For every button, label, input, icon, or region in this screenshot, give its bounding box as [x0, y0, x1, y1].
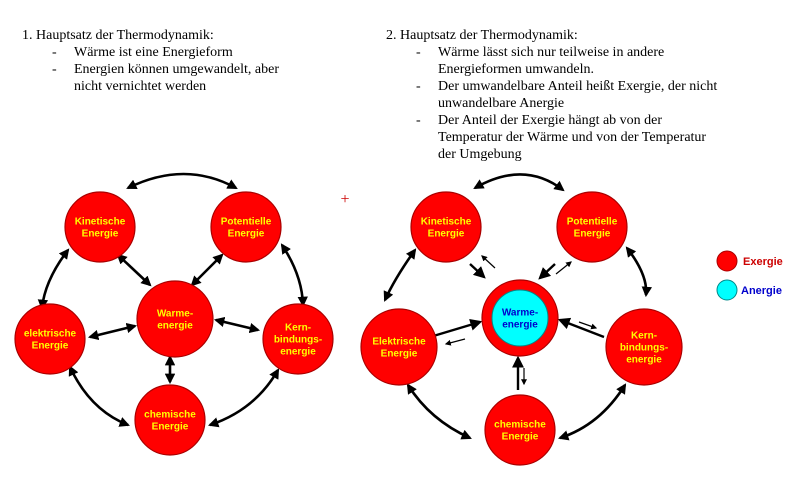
node-elek-circle	[360, 308, 438, 386]
second-law-heading: 2. Hauptsatz der Thermodynamik:	[386, 28, 578, 43]
node-warme-label: Warme-	[502, 308, 538, 319]
node-kin-label: Kinetische	[421, 217, 472, 228]
node-chem-circle	[134, 384, 206, 456]
node-kin-circle	[410, 191, 482, 263]
bullet-line: Energien können umgewandelt, aber	[74, 62, 280, 77]
node-kern-label: bindungs-	[620, 343, 668, 354]
node-chem-label: chemische	[494, 420, 546, 431]
arrow-kern-to-warme	[557, 317, 605, 339]
node-kern-label: bindungs-	[274, 335, 322, 346]
right-nodes: KinetischeEnergiePotentielleEnergieWarme…	[360, 191, 683, 466]
node-kin-circle	[64, 191, 136, 263]
node-pot-circle	[556, 191, 628, 263]
node-elek-label: Energie	[32, 341, 69, 352]
node-elek-label: elektrische	[24, 329, 77, 340]
arrow-kin-elek	[37, 248, 70, 311]
legend-exergie-label: Exergie	[743, 256, 783, 268]
bullet-line: der Umgebung	[438, 147, 522, 162]
second-law-bullets: Wärme lässt sich nur teilweise in andere…	[386, 44, 766, 163]
arrow-warme-to-kern	[578, 321, 598, 330]
node-chem-label: Energie	[152, 422, 189, 433]
node-pot-label: Potentielle	[221, 217, 272, 228]
node-pot-label: Energie	[228, 229, 265, 240]
first-law-heading: 1. Hauptsatz der Thermodynamik:	[22, 28, 214, 43]
left-nodes: KinetischeEnergiePotentielleEnergieWarme…	[14, 191, 334, 456]
bullet-line: Temperatur der Wärme und von der Tempera…	[438, 130, 707, 145]
plus-sign: +	[340, 191, 349, 208]
right-flow-arrows	[429, 263, 605, 390]
node-elek-label: Energie	[381, 349, 418, 360]
node-warme-circle	[136, 280, 214, 358]
node-pot-label: Potentielle	[567, 217, 618, 228]
legend-anergie-label: Anergie	[741, 285, 782, 297]
node-warme-label: energie	[502, 320, 538, 331]
right-arrows	[383, 173, 652, 441]
node-kern-label: energie	[626, 355, 662, 366]
second-law-bullet-2: Der umwandelbare Anteil heißt Exergie, d…	[386, 78, 766, 112]
first-law-bullets: Wärme ist eine Energieform Energien könn…	[22, 44, 342, 95]
right-energy-diagram: KinetischeEnergiePotentielleEnergieWarme…	[360, 173, 683, 466]
arrow-chem-kern	[558, 383, 627, 441]
legend-exergie-swatch	[716, 250, 738, 272]
right-return-arrows	[444, 255, 598, 386]
node-kin-label: Energie	[82, 229, 119, 240]
node-chem-label: chemische	[144, 410, 196, 421]
second-law-bullet-1: Wärme lässt sich nur teilweise in andere…	[386, 44, 766, 78]
arrow-chem-kern	[208, 368, 280, 428]
node-kern-label: Kern-	[285, 323, 311, 334]
left-arrows	[37, 172, 308, 428]
arrow-kin-pot	[126, 172, 238, 190]
node-elek-circle	[14, 303, 86, 375]
bullet-line: unwandelbare Anergie	[438, 96, 565, 111]
arrow-kern-warme	[213, 316, 261, 334]
legend: Exergie Anergie	[716, 250, 783, 301]
second-law-text: 2. Hauptsatz der Thermodynamik: Wärme lä…	[386, 27, 766, 163]
arrow-warme-to-elek	[444, 338, 466, 346]
bullet-line: nicht vernichtet werden	[74, 79, 207, 94]
bullet-line: Wärme ist eine Energieform	[74, 45, 233, 60]
arrow-kin-warme	[116, 253, 152, 287]
arrow-warme-to-kin	[481, 255, 496, 269]
node-kern-circle	[605, 308, 683, 386]
node-kin-label: Kinetische	[75, 217, 126, 228]
arrow-pot-warme	[190, 253, 224, 287]
node-pot-circle	[210, 191, 282, 263]
bullet-line: Wärme lässt sich nur teilweise in andere	[438, 45, 665, 60]
arrow-elek-chem	[406, 383, 472, 440]
node-warme-label: Warme-	[157, 309, 193, 320]
bullet-line: Energieformen umwandeln.	[438, 62, 595, 77]
second-law-bullet-3: Der Anteil der Exergie hängt ab von der …	[386, 112, 766, 163]
node-chem-label: Energie	[502, 432, 539, 443]
node-warme-anergie-core	[491, 289, 549, 347]
arrow-kin-to-warme	[469, 263, 486, 279]
arrow-elek-warme	[87, 322, 138, 341]
node-kern-circle	[262, 303, 334, 375]
node-kern-label: Kern-	[631, 331, 657, 342]
bullet-line: Der umwandelbare Anteil heißt Exergie, d…	[438, 79, 718, 94]
node-pot-label: Energie	[574, 229, 611, 240]
arrow-kin-pot	[473, 173, 565, 192]
first-law-bullet-2: Energien können umgewandelt, aber nicht …	[22, 61, 342, 95]
node-warme-label: energie	[157, 321, 193, 332]
node-chem-circle	[484, 394, 556, 466]
node-kern-label: energie	[280, 347, 316, 358]
first-law-text: 1. Hauptsatz der Thermodynamik: Wärme is…	[22, 27, 342, 95]
node-kin-label: Energie	[428, 229, 465, 240]
arrow-elek-to-warme	[429, 319, 483, 339]
arrow-pot-to-warme	[538, 263, 556, 280]
first-law-bullet-1: Wärme ist eine Energieform	[22, 44, 342, 61]
arrow-kin-elek	[383, 248, 417, 302]
legend-anergie-swatch	[716, 279, 738, 301]
arrow-elek-chem	[68, 365, 130, 427]
arrow-pot-kern	[280, 243, 308, 308]
arrow-pot-kern	[625, 246, 652, 298]
bullet-line: Der Anteil der Exergie hängt ab von der	[438, 113, 663, 128]
node-elek-label: Elektrische	[372, 337, 426, 348]
arrow-warme-to-pot	[555, 261, 572, 275]
left-energy-diagram: KinetischeEnergiePotentielleEnergieWarme…	[14, 172, 334, 456]
